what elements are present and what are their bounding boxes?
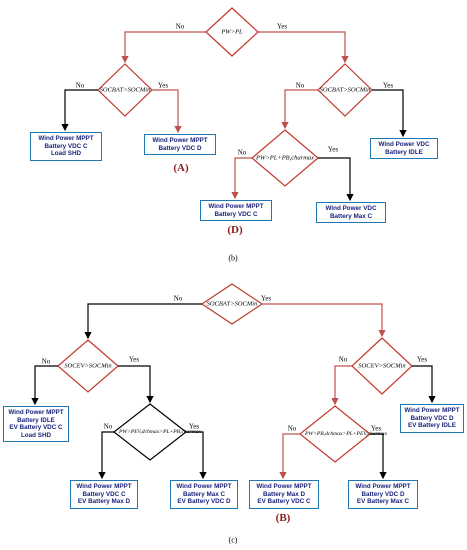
no-label: No (75, 81, 85, 90)
box-line: Wind Power MPPT (176, 483, 232, 490)
yes-label: Yes (157, 81, 169, 90)
outcome-box-b1: Wind Power MPPT Battery VDC C Load SHD (30, 132, 102, 161)
box-line: Wind Power MPPT (208, 203, 264, 210)
box-line: Battery VDC C (214, 210, 258, 218)
no-label: No (237, 148, 247, 157)
box-line: Battery IDLE (17, 416, 55, 424)
box-line: Load SHD (50, 150, 82, 158)
decision-diamond-c2 (57, 339, 119, 393)
condition-c4: PW>PEV,dchmax>PL+PB,charmax (119, 428, 202, 435)
yes-label: Yes (370, 424, 382, 433)
yes-label: Yes (276, 22, 288, 31)
yes-label: Yes (416, 355, 428, 364)
caption-b: (b) (228, 253, 238, 263)
box-line: Wind Power VDC (325, 205, 377, 212)
condition-b4: PW>PL+PB,charmax (255, 154, 315, 162)
outcome-box-b2: Wind Power MPPT Battery VDC D (144, 134, 216, 156)
yes-label: Yes (260, 294, 272, 303)
box-line: Wind Power MPPT (152, 137, 208, 144)
decision-diamond-c3 (351, 337, 413, 395)
outcome-box-b5: Wind Power VDC Battery IDLE (370, 138, 438, 160)
yes-label: Yes (188, 422, 200, 431)
box-line: Wind Power MPPT (355, 483, 411, 490)
outcome-box-c2: Wind Power MPPT Battery VDC C EV Battery… (70, 480, 138, 509)
outcome-box-c6: Wind Power MPPT Battery VDC D EV Battery… (400, 404, 464, 433)
condition-b3: SOCBAT>SOCMin (319, 86, 371, 94)
box-line: Battery Max C (330, 212, 372, 220)
condition-b1: PW>PL (221, 28, 243, 36)
yes-label: Yes (327, 145, 339, 154)
marker-d: (D) (227, 224, 243, 236)
decision-diamond-b1 (205, 7, 259, 57)
box-line: Load SHD (20, 431, 52, 439)
box-line: EV Battery VDC D (177, 498, 231, 506)
decision-diamond-b3 (317, 63, 373, 117)
no-label: No (338, 355, 348, 364)
no-label: No (173, 294, 183, 303)
box-line: Battery Max C (183, 490, 225, 498)
decision-diamond-c4 (113, 403, 187, 461)
box-line: Wind Power MPPT (8, 409, 64, 416)
condition-c2: SOCEV>SOCMin (64, 362, 112, 370)
no-label: No (287, 424, 297, 433)
outcome-box-c4: Wind Power MPPT Battery Max D EV Battery… (249, 480, 319, 509)
decision-diamond-b4 (251, 129, 319, 187)
outcome-box-b3: Wind Power MPPT Battery VDC C (200, 200, 272, 222)
box-line: EV Battery IDLE (408, 422, 456, 430)
yes-label: Yes (128, 355, 140, 364)
condition-b2: SOCBAT>SOCMin (99, 86, 151, 94)
decision-diamond-c1 (200, 283, 264, 325)
outcome-box-c5: Wind Power MPPT Battery VDC D EV Battery… (348, 480, 418, 509)
box-line: Wind Power MPPT (404, 407, 460, 414)
box-line: EV Battery Max D (77, 498, 131, 506)
condition-c3: SOCEV>SOCMin (358, 362, 406, 370)
box-line: Wind Power VDC (378, 141, 430, 148)
caption-c: (c) (228, 535, 238, 545)
no-label: No (175, 22, 185, 31)
box-line: Battery IDLE (385, 148, 423, 156)
box-line: Battery Max D (263, 490, 305, 498)
outcome-box-c3: Wind Power MPPT Battery Max C EV Battery… (170, 480, 238, 509)
box-line: Battery VDC D (410, 414, 454, 422)
box-line: Wind Power MPPT (38, 135, 94, 142)
box-line: EV Battery VDC C (257, 498, 311, 506)
outcome-box-b4: Wind Power VDC Battery Max C (316, 202, 386, 224)
no-label: No (41, 357, 51, 366)
box-line: Wind Power MPPT (256, 483, 312, 490)
decision-diamond-c5 (299, 405, 371, 463)
no-label: No (103, 422, 113, 431)
yes-label: Yes (382, 81, 394, 90)
decision-diamond-b2 (97, 63, 153, 117)
box-line: Battery VDC C (82, 490, 126, 498)
condition-c5: PW>PB,dchmax>PL+PEV,charmax (305, 430, 388, 437)
box-line: EV Battery Max C (356, 498, 410, 506)
marker-a: (A) (173, 162, 189, 174)
box-line: Battery VDC C (44, 142, 88, 150)
box-line: Battery VDC D (158, 144, 202, 152)
box-line: Wind Power MPPT (76, 483, 132, 490)
no-label: No (295, 81, 305, 90)
marker-b: (B) (275, 512, 291, 524)
condition-c1: SOCBAT>SOCMin (206, 300, 258, 308)
box-line: EV Battery VDC C (9, 424, 63, 432)
box-line: Battery VDC D (361, 490, 405, 498)
outcome-box-c1: Wind Power MPPT Battery IDLE EV Battery … (3, 406, 69, 443)
